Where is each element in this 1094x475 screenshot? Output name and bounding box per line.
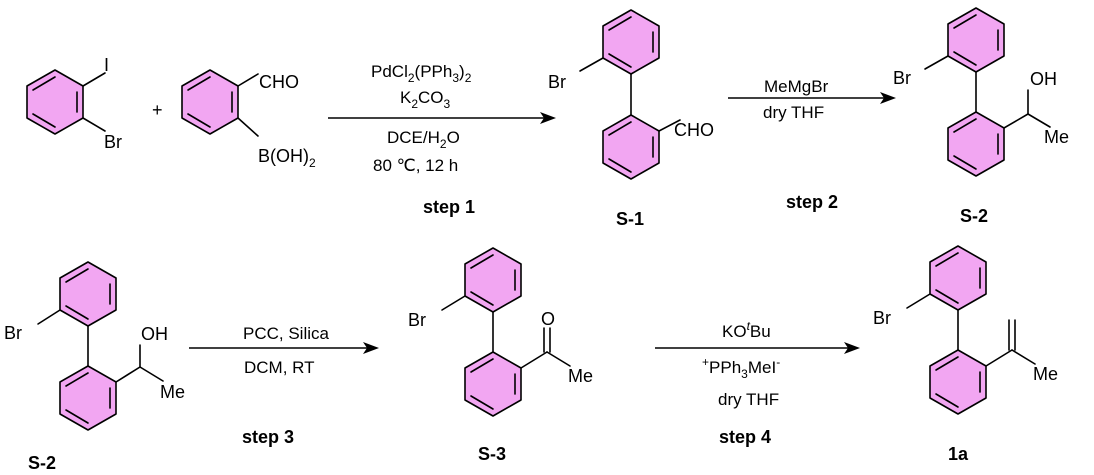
step1-catalyst: PdCl2(PPh3)2 (371, 62, 472, 85)
step2-solvent: dry THF (763, 103, 824, 122)
group-hydroxyl: OH (1030, 69, 1057, 89)
atom-bromine: Br (893, 68, 911, 88)
atom-bromine: Br (873, 308, 891, 328)
reactant-formylphenylboronic-acid: CHO B(OH)2 (181, 69, 316, 170)
step3-label: step 3 (242, 427, 294, 447)
step4-conditions: KOtBu +PPh3MeI- dry THF step 4 (655, 319, 860, 447)
group-aldehyde: CHO (259, 72, 299, 92)
group-hydroxyl: OH (141, 324, 168, 344)
step3-solvent: DCM, RT (244, 358, 315, 377)
compound-s3: Br O Me S-3 (408, 247, 593, 464)
compound-name-1a: 1a (948, 444, 969, 464)
group-methyl: Me (1033, 364, 1058, 384)
step4-ylide: +PPh3MeI- (702, 355, 780, 381)
step1-solvent: DCE/H2O (387, 128, 460, 151)
step4-base: KOtBu (722, 319, 771, 341)
step3-reagent: PCC, Silica (243, 324, 330, 343)
step1-label: step 1 (423, 197, 475, 217)
step2-reagent: MeMgBr (764, 77, 829, 96)
step4-solvent: dry THF (718, 390, 779, 409)
compound-name-s3: S-3 (478, 444, 506, 464)
atom-bromine: Br (104, 132, 122, 152)
group-boronic-acid: B(OH)2 (258, 146, 316, 170)
plus-sign: + (152, 100, 163, 120)
compound-s2-top: Br OH Me S-2 (893, 7, 1069, 226)
compound-s2-bottom: Br OH Me S-2 (4, 261, 185, 473)
step2-conditions: MeMgBr dry THF step 2 (728, 77, 896, 212)
atom-bromine: Br (548, 72, 566, 92)
atom-iodine: I (104, 55, 109, 75)
atom-bromine: Br (408, 310, 426, 330)
step4-label: step 4 (719, 427, 771, 447)
step1-temp-time: 80 ℃, 12 h (373, 156, 458, 175)
group-methyl: Me (1044, 127, 1069, 147)
group-methyl: Me (568, 366, 593, 386)
compound-name-s2: S-2 (28, 453, 56, 473)
step2-label: step 2 (786, 192, 838, 212)
atom-bromine: Br (4, 323, 22, 343)
group-aldehyde: CHO (674, 120, 714, 140)
group-methyl: Me (160, 382, 185, 402)
compound-s1: Br CHO S-1 (548, 9, 714, 229)
step1-base: K2CO3 (400, 88, 451, 111)
reactant-bromo-iodobenzene: I Br (26, 55, 122, 152)
compound-1a: Br Me 1a (873, 245, 1058, 464)
compound-name-s2: S-2 (960, 206, 988, 226)
compound-name-s1: S-1 (616, 209, 644, 229)
atom-oxygen: O (541, 309, 555, 329)
step3-conditions: PCC, Silica DCM, RT step 3 (189, 324, 379, 447)
step1-conditions: PdCl2(PPh3)2 K2CO3 DCE/H2O 80 ℃, 12 h st… (328, 62, 556, 217)
